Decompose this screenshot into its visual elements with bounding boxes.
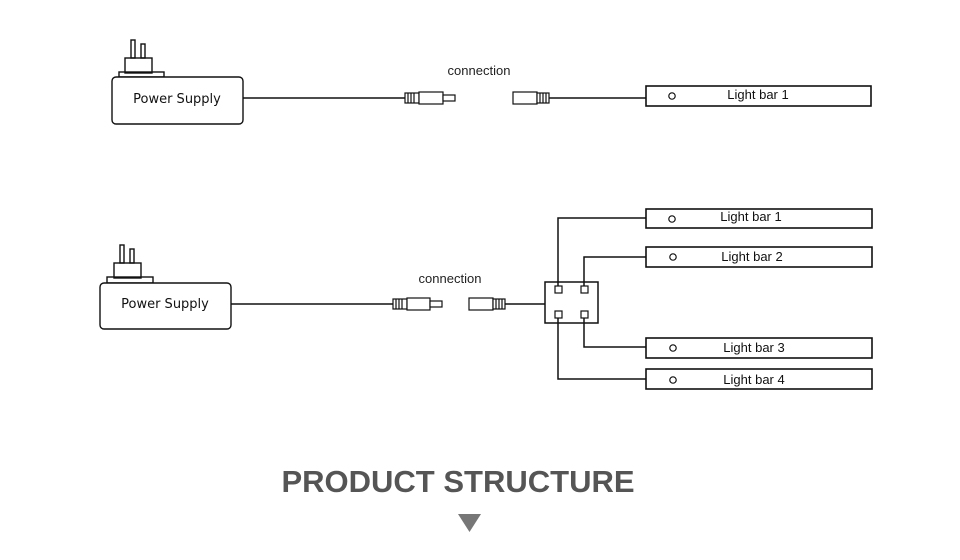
power-supply-label: Power Supply — [121, 297, 209, 312]
power-supply-box — [99, 282, 232, 330]
splitter-port — [554, 285, 563, 294]
splitter-box — [544, 281, 599, 324]
light-bar: Light bar 3 — [645, 337, 873, 359]
light-bar: Light bar 4 — [645, 368, 873, 390]
dc-female-connector-icon — [468, 297, 506, 311]
dc-male-connector-icon — [404, 91, 456, 105]
down-arrow-icon — [458, 514, 481, 532]
splitter-port — [580, 285, 589, 294]
splitter-port — [554, 310, 563, 319]
light-bar-label: Light bar 1 — [727, 87, 788, 102]
light-bar: Light bar 1 — [645, 208, 873, 229]
led-icon — [668, 215, 676, 223]
light-bar: Light bar 1 — [645, 85, 872, 107]
power-supply-label: Power Supply — [133, 92, 221, 107]
led-icon — [669, 344, 677, 352]
bottom-diagram: Power Supply connection — [99, 208, 873, 390]
top-diagram: Power Supply connection Light bar 1 — [111, 39, 872, 125]
led-icon — [669, 376, 677, 384]
connection-label: connection — [419, 271, 482, 286]
splitter-port — [580, 310, 589, 319]
splitter-wires — [557, 217, 646, 380]
dc-male-connector-icon — [392, 297, 443, 311]
light-bar-label: Light bar 4 — [723, 372, 784, 387]
plug-icon — [118, 39, 165, 78]
led-icon — [669, 253, 677, 261]
light-bar: Light bar 2 — [645, 246, 873, 268]
led-icon — [668, 92, 676, 100]
section-title: PRODUCT STRUCTURE — [281, 464, 634, 499]
light-bar-label: Light bar 2 — [721, 249, 782, 264]
light-bar-label: Light bar 3 — [723, 340, 784, 355]
connection-label: connection — [448, 63, 511, 78]
light-bar-label: Light bar 1 — [720, 209, 781, 224]
plug-icon — [106, 244, 154, 284]
dc-female-connector-icon — [512, 91, 550, 105]
power-supply-box — [111, 76, 244, 125]
